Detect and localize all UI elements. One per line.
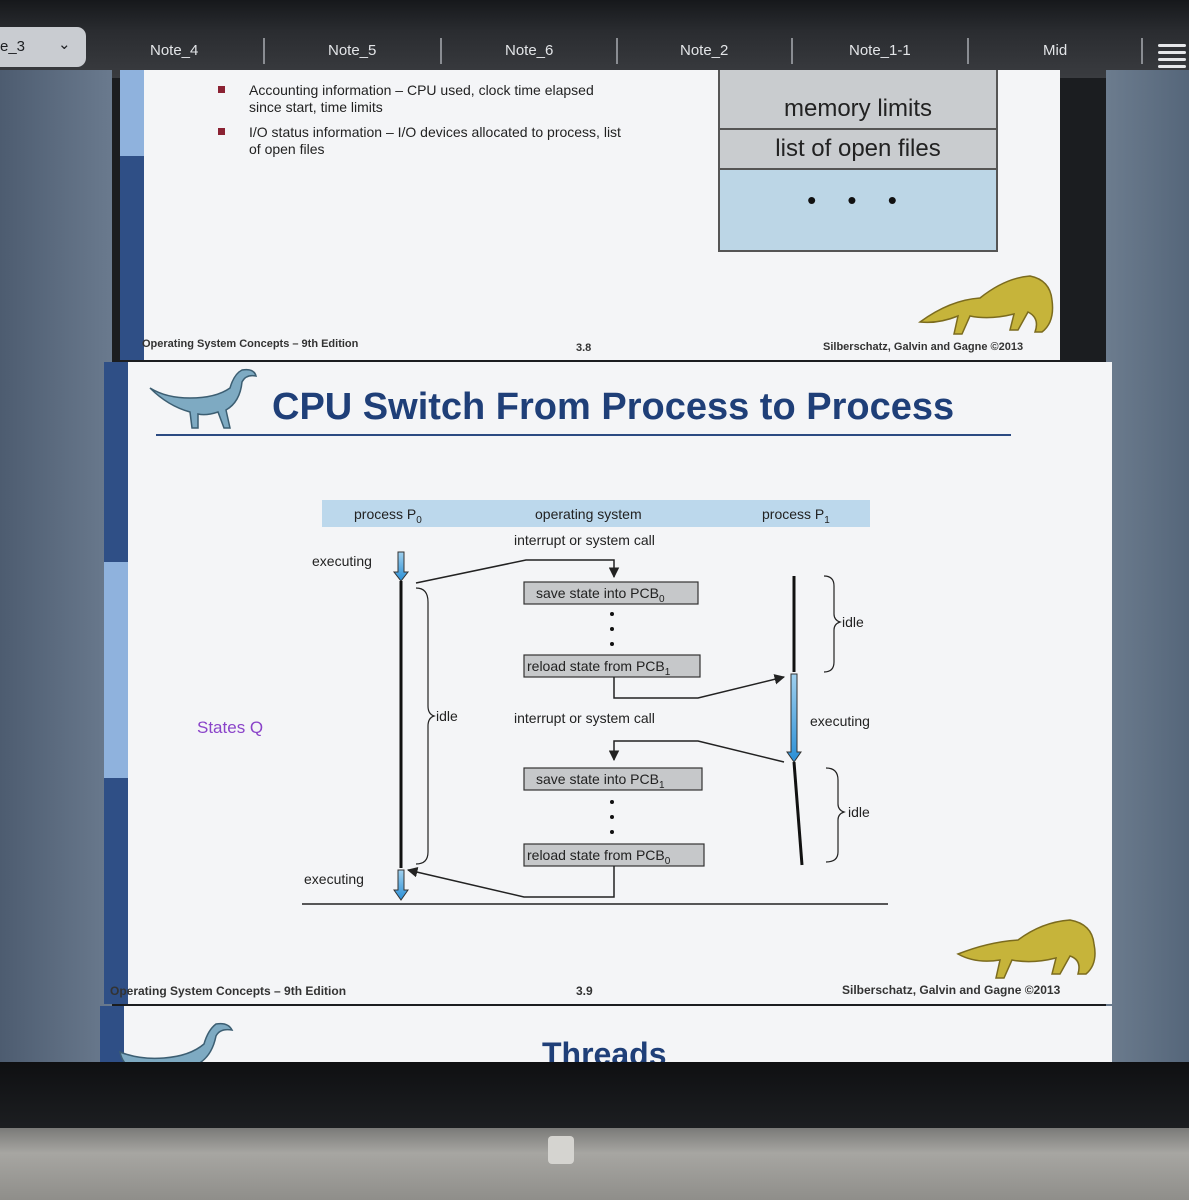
label-idle-right-top: idle	[842, 614, 864, 630]
tab-divider	[791, 38, 793, 64]
annotation-states-q: States Q	[197, 718, 264, 737]
pcb-row-open-files: list of open files	[720, 130, 996, 170]
bullet-text: Accounting information – CPU used, clock…	[249, 82, 594, 115]
tab-note-4[interactable]: Note_4	[150, 42, 199, 59]
dinosaur-logo-icon	[956, 919, 1096, 979]
footer-page-number: 3.8	[576, 342, 592, 354]
slide-side-stripe	[104, 362, 128, 1004]
label-idle-right-bottom: idle	[848, 804, 870, 820]
executing-arrow-icon	[786, 673, 802, 763]
label-executing-top: executing	[312, 553, 372, 569]
tab-active-label: e_3	[0, 38, 26, 55]
slide-page-3-10: Threads	[100, 1006, 1112, 1062]
slide-title: Threads	[542, 1036, 667, 1062]
box-save-pcb0	[523, 581, 699, 605]
slide-page-3-9: CPU Switch From Process to Process proce…	[104, 362, 1112, 1004]
viewer-background-left	[0, 70, 112, 1065]
box-reload-pcb0-text: reload state from PCB0	[527, 847, 671, 867]
idle-brace-right-top	[823, 575, 842, 673]
idle-brace-right-bottom	[825, 767, 846, 863]
header-process-p0: process P0	[354, 506, 422, 526]
bullet-icon	[218, 128, 225, 135]
header-operating-system: operating system	[535, 506, 642, 522]
bullet-text: I/O status information – I/O devices all…	[249, 124, 621, 157]
footer-edition: Operating System Concepts – 9th Edition	[142, 338, 359, 350]
tab-note-1-1[interactable]: Note_1-1	[849, 42, 911, 59]
arrow-to-p1	[613, 674, 786, 699]
tab-divider	[263, 38, 265, 64]
footer-authors: Silberschatz, Galvin and Gagne ©2013	[842, 983, 1061, 997]
laptop-body	[0, 1128, 1189, 1200]
footer-page-number: 3.9	[576, 984, 593, 998]
dinosaur-logo-icon	[118, 1022, 234, 1062]
label-executing-mid: executing	[810, 713, 870, 729]
p1-timeline-bottom	[792, 761, 804, 866]
label-interrupt-top: interrupt or system call	[514, 532, 655, 548]
title-divider	[156, 434, 1011, 436]
tab-note-5[interactable]: Note_5	[328, 42, 377, 59]
tab-divider	[967, 38, 969, 64]
label-idle-left: idle	[436, 708, 458, 724]
slide-side-stripe	[120, 70, 144, 360]
tab-note-6[interactable]: Note_6	[505, 42, 554, 59]
idle-brace-left	[415, 587, 436, 865]
tab-mid[interactable]: Mid	[1043, 42, 1068, 59]
executing-arrow-icon	[393, 869, 409, 901]
arrow-to-save-pcb1	[608, 740, 785, 763]
pcb-row-memory-limits: memory limits	[720, 90, 996, 130]
tab-bar: e_3 ⌄ Note_4 Note_5 Note_6 Note_2 Note_1…	[0, 0, 1189, 78]
tab-active-note-3[interactable]: e_3 ⌄	[0, 27, 86, 67]
slide-page-3-8: Accounting information – CPU used, clock…	[120, 70, 1060, 360]
pcb-ellipsis: • • •	[807, 185, 909, 215]
label-interrupt-mid: interrupt or system call	[514, 710, 655, 726]
list-menu-icon[interactable]	[1158, 44, 1186, 70]
tab-note-2[interactable]: Note_2	[680, 42, 729, 59]
box-reload-pcb1	[523, 654, 701, 678]
box-save-pcb1-text: save state into PCB1	[536, 771, 665, 791]
context-switch-diagram: process P0 operating system process P1 i…	[302, 500, 888, 905]
dinosaur-logo-icon	[149, 368, 258, 429]
executing-arrow-icon	[392, 551, 410, 582]
screen-bezel	[0, 1062, 1189, 1134]
diagram-header-band	[322, 500, 870, 527]
slide-title: CPU Switch From Process to Process	[272, 386, 955, 428]
chevron-down-icon[interactable]: ⌄	[58, 36, 71, 53]
box-save-pcb0-text: save state into PCB0	[536, 585, 665, 605]
tab-divider	[1141, 38, 1143, 64]
footer-authors: Silberschatz, Galvin and Gagne ©2013	[823, 341, 1024, 353]
box-save-pcb1	[523, 767, 703, 791]
arrow-to-p0	[406, 866, 615, 898]
tab-divider	[616, 38, 618, 64]
arrow-to-save-pcb0	[415, 559, 620, 584]
label-executing-bottom: executing	[304, 871, 364, 887]
bullet-icon	[218, 86, 225, 93]
pcb-row-partial	[720, 70, 996, 92]
viewer-background-right	[1106, 70, 1189, 1065]
header-process-p1: process P1	[762, 506, 830, 526]
laptop-hinge	[548, 1136, 574, 1164]
footer-edition: Operating System Concepts – 9th Edition	[110, 984, 347, 998]
pcb-table: memory limits list of open files • • •	[718, 70, 998, 252]
box-reload-pcb1-text: reload state from PCB1	[527, 658, 671, 678]
tab-divider	[440, 38, 442, 64]
dinosaur-logo-icon	[918, 275, 1054, 335]
